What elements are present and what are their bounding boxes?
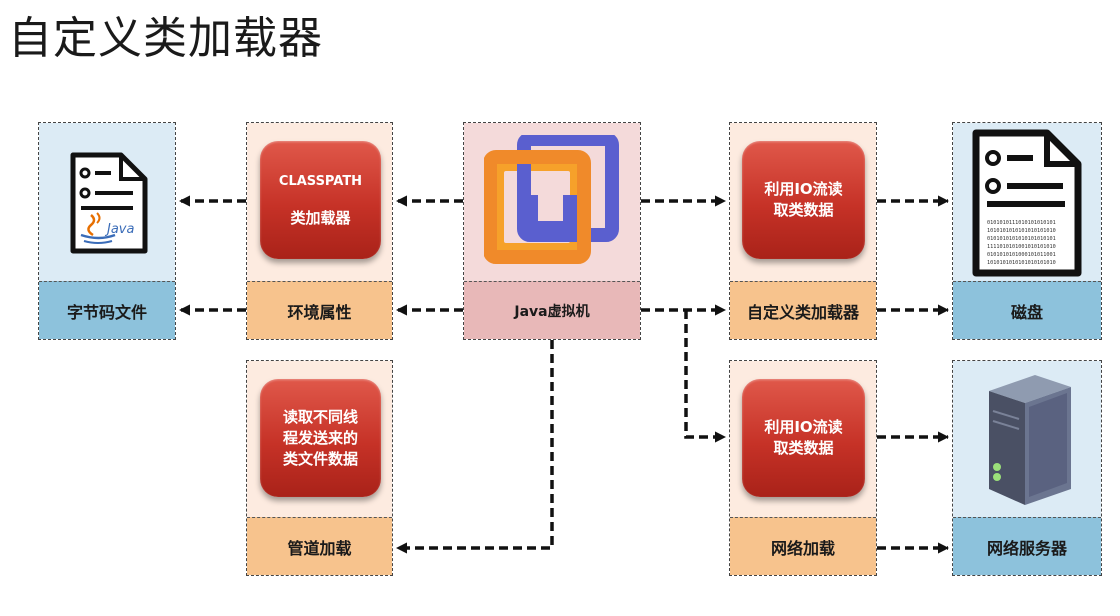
svg-text:1010101010101010101010: 1010101010101010101010 [987,228,1056,234]
net-panel: 利用IO流读 取类数据 网络加载 [729,360,877,576]
classpath-loader-button: CLASSPATH 类加载器 [260,141,381,259]
class-loader-text: 类加载器 [290,209,351,227]
svg-text:0101010111010101010101: 0101010111010101010101 [987,220,1056,226]
jvm-panel-top [464,123,640,283]
svg-text:0101010101010101010101: 0101010101010101010101 [987,236,1056,242]
server-panel-top [953,361,1101,519]
net-panel-top: 利用IO流读 取类数据 [730,361,876,519]
jvm-squares-icon [484,135,619,264]
net-io-read-line2: 取类数据 [773,439,834,457]
java-document-icon: Java [70,152,148,254]
svg-text:1111010101001010101010: 1111010101001010101010 [987,244,1056,250]
net-io-read-line1: 利用IO流读 [764,418,843,436]
pipe-read-line3: 类文件数据 [282,449,358,468]
server-label: 网络服务器 [953,517,1101,575]
pipe-panel-top: 读取不同线 程发送来的 类文件数据 [247,361,392,519]
net-label: 网络加载 [730,517,876,575]
pipe-panel: 读取不同线 程发送来的 类文件数据 管道加载 [246,360,393,576]
svg-text:0101010101000101011001: 0101010101000101011001 [987,252,1056,258]
jvm-label: Java虚拟机 [464,281,640,339]
server-tower-icon [989,375,1071,505]
env-label: 环境属性 [247,281,392,339]
disk-label: 磁盘 [953,281,1101,339]
pipe-read-line2: 程发送来的 [282,428,358,447]
pipe-read-button: 读取不同线 程发送来的 类文件数据 [260,379,381,497]
io-read-line2: 取类数据 [773,201,834,219]
custom-loader-label: 自定义类加载器 [730,281,876,339]
io-read-button: 利用IO流读 取类数据 [742,141,865,259]
classpath-text: CLASSPATH [278,174,363,189]
custom-loader-panel: 利用IO流读 取类数据 自定义类加载器 [729,122,877,340]
jvm-panel: Java虚拟机 [463,122,641,340]
net-io-read-button: 利用IO流读 取类数据 [742,379,865,497]
pipe-label: 管道加载 [247,517,392,575]
arrow-jvm-to-pipe [395,340,554,554]
env-panel: CLASSPATH 类加载器 环境属性 [246,122,393,340]
svg-text:1010101010101010101010: 1010101010101010101010 [987,260,1056,266]
bytecode-panel: Java 字节码文件 [38,122,176,340]
bytecode-label: 字节码文件 [39,281,175,339]
binary-document-icon: 0101010111010101010101 10101010101010101… [972,129,1082,277]
custom-loader-panel-top: 利用IO流读 取类数据 [730,123,876,283]
io-read-line1: 利用IO流读 [764,180,843,198]
arrow-jvm-to-net [684,310,727,443]
svg-text:Java: Java [104,222,134,237]
env-panel-top: CLASSPATH 类加载器 [247,123,392,283]
pipe-read-line1: 读取不同线 [282,407,358,426]
page-title: 自定义类加载器 [8,13,323,64]
disk-panel: 0101010111010101010101 10101010101010101… [952,122,1102,340]
server-panel: 网络服务器 [952,360,1102,576]
bytecode-panel-top: Java [39,123,175,283]
disk-panel-top: 0101010111010101010101 10101010101010101… [953,123,1101,283]
